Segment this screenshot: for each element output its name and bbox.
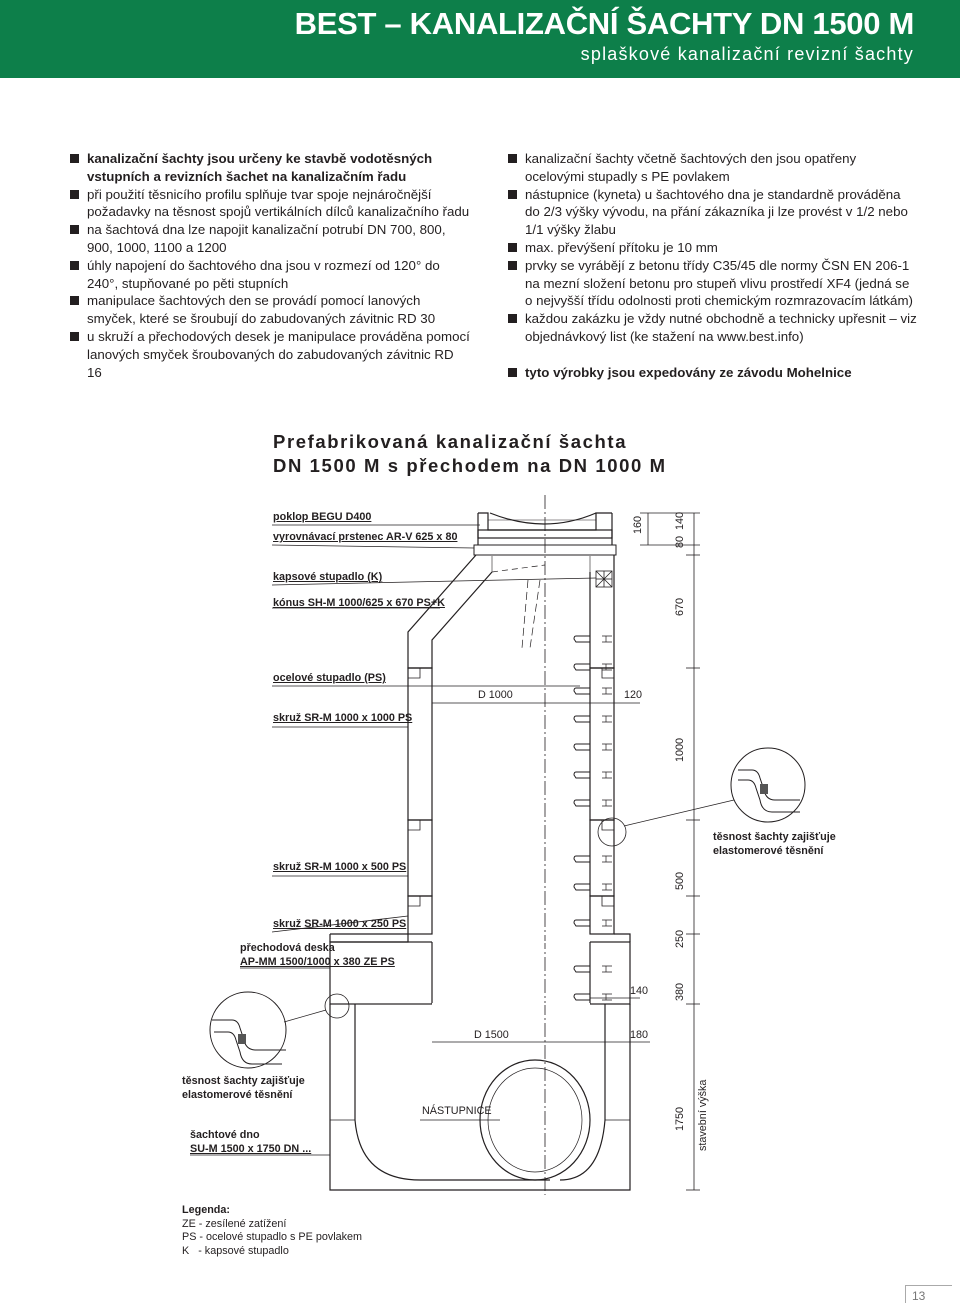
diagram-title-line2: DN 1500 M s přechodem na DN 1000 M xyxy=(273,455,667,476)
pocket-step xyxy=(595,570,613,588)
page-subtitle: splaškové kanalizační revizní šachty xyxy=(580,44,914,64)
step-icon xyxy=(573,855,590,863)
diagram-title: Prefabrikovaná kanalizační šachta DN 150… xyxy=(273,430,667,478)
step-anchor xyxy=(602,715,612,723)
label-transition-slab-code: AP-MM 1500/1000 x 380 ZE PS xyxy=(240,956,395,968)
label-ring-500: skruž SR-M 1000 x 500 PS xyxy=(273,861,407,873)
label-seal-left-1: těsnost šachty zajišťuje xyxy=(182,1075,305,1087)
right-column: kanalizační šachty včetně šachtových den… xyxy=(508,150,918,382)
dimension-lines xyxy=(190,512,700,1191)
bullet-item: tyto výrobky jsou expedovány ze závodu M… xyxy=(508,364,918,382)
step-icon xyxy=(573,771,590,779)
dim-1750: 1750 xyxy=(674,1106,686,1131)
dim-building-height: stavební výška xyxy=(697,1079,709,1151)
step-anchor xyxy=(602,743,612,751)
step-anchor xyxy=(602,965,612,973)
step-anchor xyxy=(602,993,612,1001)
bullet-item: každou zakázku je vždy nutné obchodně a … xyxy=(508,310,918,346)
label-w140: 140 xyxy=(630,985,649,997)
legend-item: K - kapsové stupadlo xyxy=(182,1244,289,1257)
label-ring-1000: skruž SR-M 1000 x 1000 PS xyxy=(273,712,413,724)
label-w180: 180 xyxy=(630,1029,649,1041)
right-bullet-list: kanalizační šachty včetně šachtových den… xyxy=(508,150,918,382)
left-bullet-list: kanalizační šachty jsou určeny ke stavbě… xyxy=(70,150,470,381)
step-icon xyxy=(573,965,590,973)
dim-80: 80 xyxy=(674,535,686,548)
dim-250: 250 xyxy=(674,929,686,948)
step-icon xyxy=(573,993,590,1001)
label-seal-left-2: elastomerové těsnění xyxy=(182,1089,293,1101)
step-anchor xyxy=(602,635,612,643)
step-icon xyxy=(573,743,590,751)
label-pocket-step: kapsové stupadlo (K) xyxy=(273,571,383,583)
label-adjusting-ring: vyrovnávací prstenec AR-V 625 x 80 xyxy=(273,531,458,543)
dim-140: 140 xyxy=(674,511,686,530)
bullet-item: při použití těsnicího profilu splňuje tv… xyxy=(70,186,470,222)
label-transition-slab: přechodová deska xyxy=(240,942,335,954)
bullet-item: manipulace šachtových den se provádí pom… xyxy=(70,292,470,328)
step-icon xyxy=(573,687,590,695)
bullet-item: úhly napojení do šachtového dna jsou v r… xyxy=(70,257,470,293)
legend-item: ZE - zesílené zatížení xyxy=(182,1217,287,1230)
bullet-item: max. převýšení přítoku je 10 mm xyxy=(508,239,918,257)
steel-steps xyxy=(573,635,612,1001)
step-anchor xyxy=(602,883,612,891)
step-icon xyxy=(573,663,590,671)
page-header: BEST – KANALIZAČNÍ ŠACHTY DN 1500 M spla… xyxy=(0,0,960,78)
dim-160: 160 xyxy=(632,515,644,534)
legend: Legenda: ZE - zesílené zatížení PS - oce… xyxy=(182,1204,362,1258)
label-base-2: SU-M 1500 x 1750 DN ... xyxy=(190,1143,312,1155)
step-anchor xyxy=(602,687,612,695)
diagram-title-line1: Prefabrikovaná kanalizační šachta xyxy=(273,431,628,452)
page-title: BEST – KANALIZAČNÍ ŠACHTY DN 1500 M xyxy=(294,6,915,41)
ring-joints xyxy=(408,668,614,907)
label-d1500: D 1500 xyxy=(474,1029,509,1041)
seal-detail-right xyxy=(597,747,806,847)
label-base-1: šachtové dno xyxy=(190,1129,260,1141)
step-icon xyxy=(573,919,590,927)
page-number: 13 xyxy=(905,1285,952,1303)
dim-1000: 1000 xyxy=(674,737,686,762)
left-column: kanalizační šachty jsou určeny ke stavbě… xyxy=(70,150,470,381)
bullet-item: u skruží a přechodových desek je manipul… xyxy=(70,328,470,381)
bullet-item: prvky se vyrábějí z betonu třídy C35/45 … xyxy=(508,257,918,310)
transition-slab xyxy=(329,933,631,1005)
bullet-item: kanalizační šachty včetně šachtových den… xyxy=(508,150,918,186)
ring-sections-dn1000 xyxy=(407,667,615,935)
label-seal-right-2: elastomerové těsnění xyxy=(713,845,824,857)
legend-item: PS - ocelové stupadlo s PE povlakem xyxy=(182,1231,363,1243)
step-icon xyxy=(573,715,590,723)
label-benching: NÁSTUPNICE xyxy=(422,1105,492,1117)
step-anchor xyxy=(602,919,612,927)
label-d1000: D 1000 xyxy=(478,689,513,701)
label-seal-right-1: těsnost šachty zajišťuje xyxy=(713,831,836,843)
dim-500: 500 xyxy=(674,871,686,890)
label-cover: poklop BEGU D400 xyxy=(273,511,372,523)
seal-detail-left xyxy=(209,991,350,1069)
manhole-base xyxy=(329,1004,631,1191)
bullet-item: na šachtová dna lze napojit kanalizační … xyxy=(70,221,470,257)
step-icon xyxy=(573,883,590,891)
label-ring-250: skruž SR-M 1000 x 250 PS xyxy=(273,918,407,930)
step-icon xyxy=(573,799,590,807)
dim-380: 380 xyxy=(674,982,686,1001)
step-anchor xyxy=(602,771,612,779)
label-w120: 120 xyxy=(624,689,643,701)
manhole-cover xyxy=(477,512,613,545)
bullet-item: kanalizační šachty jsou určeny ke stavbě… xyxy=(70,150,470,186)
legend-heading: Legenda: xyxy=(182,1204,230,1216)
step-icon xyxy=(573,635,590,643)
bullet-item: nástupnice (kyneta) u šachtového dna je … xyxy=(508,186,918,239)
step-anchor xyxy=(602,855,612,863)
step-anchor xyxy=(602,799,612,807)
cone-section xyxy=(407,554,615,669)
step-anchor xyxy=(602,663,612,671)
label-cone: kónus SH-M 1000/625 x 670 PS+K xyxy=(273,597,445,609)
dim-670: 670 xyxy=(674,597,686,616)
label-steel-step: ocelové stupadlo (PS) xyxy=(273,672,386,684)
adjusting-ring xyxy=(473,544,617,556)
